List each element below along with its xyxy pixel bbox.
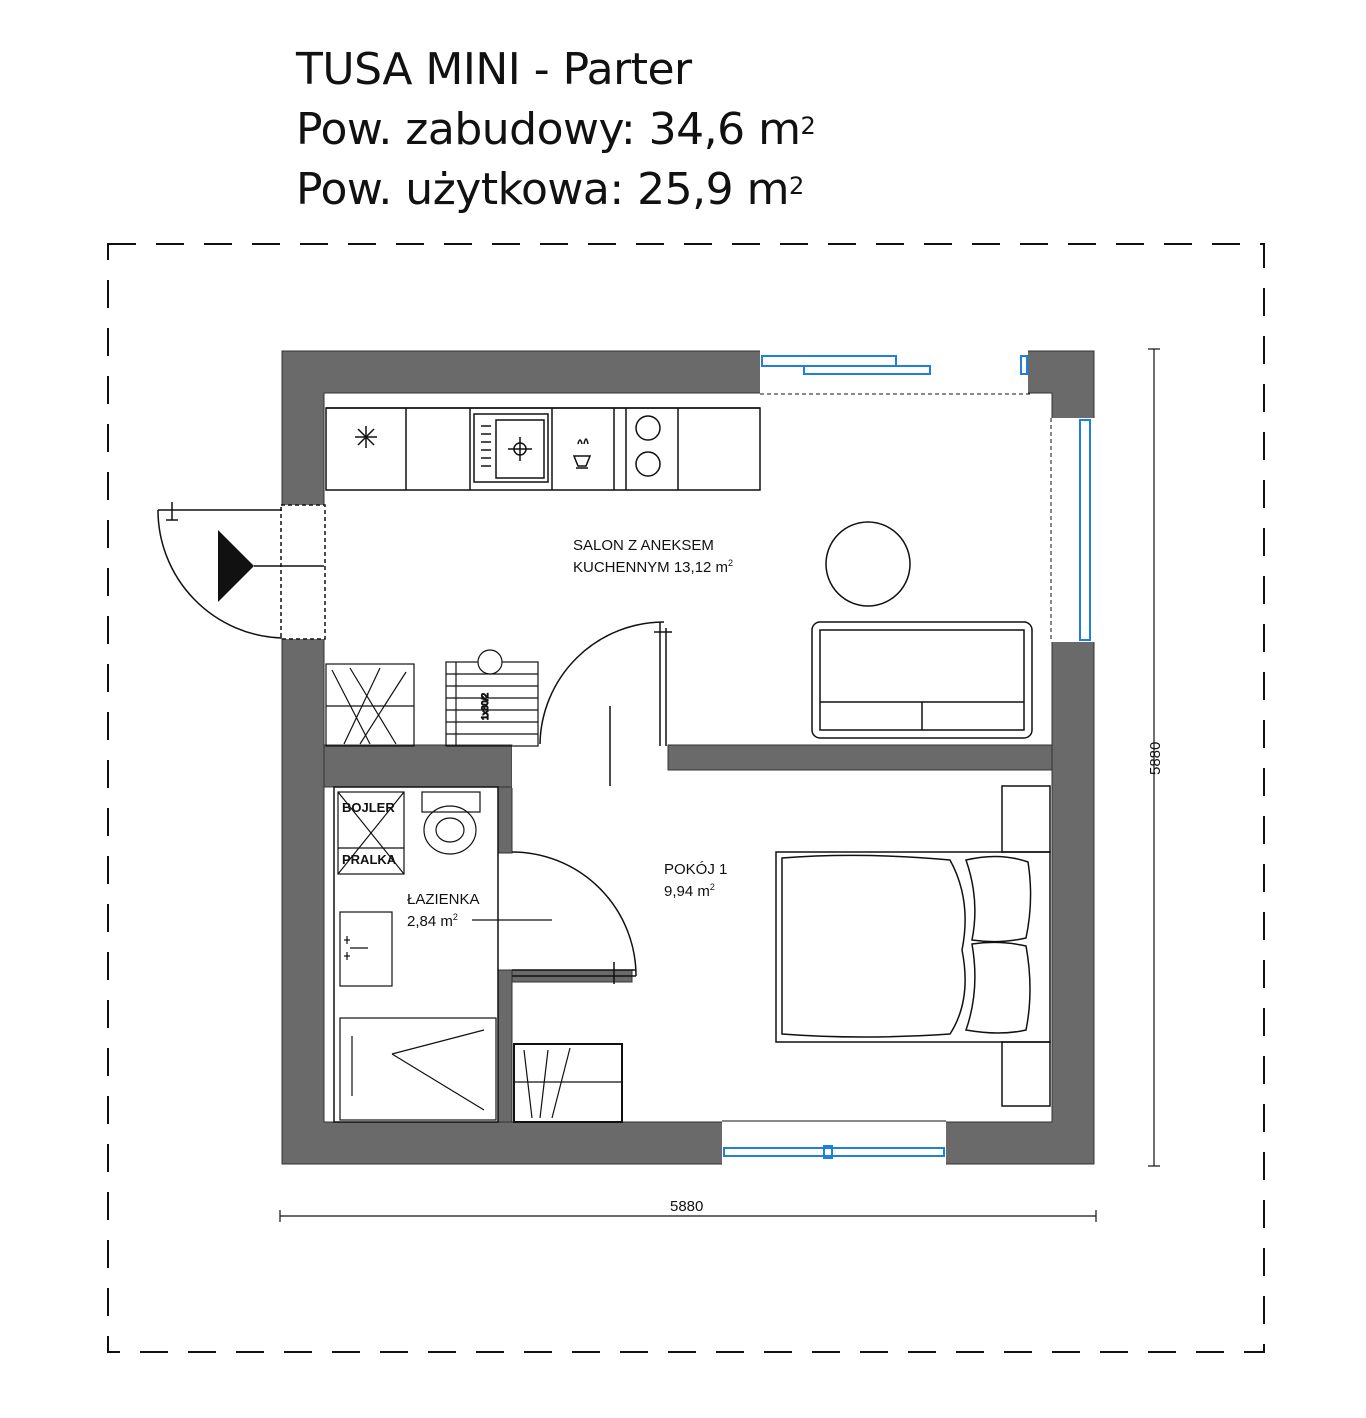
sink-icon (473, 413, 549, 483)
lazienka-label-line1: ŁAZIENKA (407, 891, 480, 908)
dishwasher-icon (572, 438, 592, 469)
bathroom-door (511, 851, 637, 984)
plan-header: TUSA MINI - Parter Pow. zabudowy: 34,6 m… (296, 40, 816, 220)
usable-area-exp: 2 (789, 172, 804, 200)
dining-table (825, 521, 911, 607)
height-dimension: 5880 (1147, 742, 1164, 775)
sofa (811, 621, 1033, 739)
bed (775, 785, 1051, 1107)
lazienka-label-line2: 2,84 m2 (407, 912, 458, 930)
bojler-label: BOJLER (342, 800, 395, 815)
stair-label: 1x80/2 (480, 693, 490, 720)
usable-area: Pow. użytkowa: 25,9 m2 (296, 160, 815, 220)
shower-icon (339, 1017, 497, 1121)
pokoj-area-exp: 2 (710, 882, 715, 892)
usable-area-text: Pow. użytkowa: 25,9 m (296, 164, 790, 215)
openings (281, 350, 1095, 1165)
kitchen-counter (325, 407, 761, 491)
lazienka-area: 2,84 m (407, 913, 453, 930)
washbasin-icon (339, 911, 393, 987)
salon-label-line2: KUCHENNYM 13,12 m2 (573, 558, 733, 576)
windows (722, 355, 1091, 1159)
entrance-door (157, 502, 326, 640)
bathroom-fixtures (333, 786, 552, 1123)
plan-title: TUSA MINI - Parter (296, 44, 692, 95)
pokoj-area: 9,94 m (664, 883, 710, 900)
walls (281, 350, 1095, 1165)
build-area: Pow. zabudowy: 34,6 m2 (296, 100, 816, 160)
plot-boundary (107, 243, 1265, 1353)
pokoj-label-line1: POKÓJ 1 (664, 861, 727, 878)
salon-area-exp: 2 (728, 558, 733, 568)
pralka-label: PRALKA (342, 852, 397, 867)
dimension-lines (279, 348, 1160, 1222)
build-area-text: Pow. zabudowy: 34,6 m (296, 104, 801, 155)
build-area-exp: 2 (800, 112, 816, 140)
bedroom-wardrobe (513, 1043, 623, 1123)
pokoj-label-line2: 9,94 m2 (664, 882, 715, 900)
fridge-icon (355, 426, 377, 448)
salon-label-line1: SALON Z ANEKSEM (573, 537, 714, 554)
salon-area: KUCHENNYM 13,12 m (573, 559, 728, 576)
salon-door (539, 621, 672, 786)
hall-wardrobe (325, 663, 415, 747)
toilet-icon (421, 791, 481, 855)
staircase: 1x80/2 (445, 649, 539, 747)
width-dimension: 5880 (670, 1198, 703, 1215)
cooktop-icon (635, 415, 661, 477)
lazienka-area-exp: 2 (453, 912, 458, 922)
